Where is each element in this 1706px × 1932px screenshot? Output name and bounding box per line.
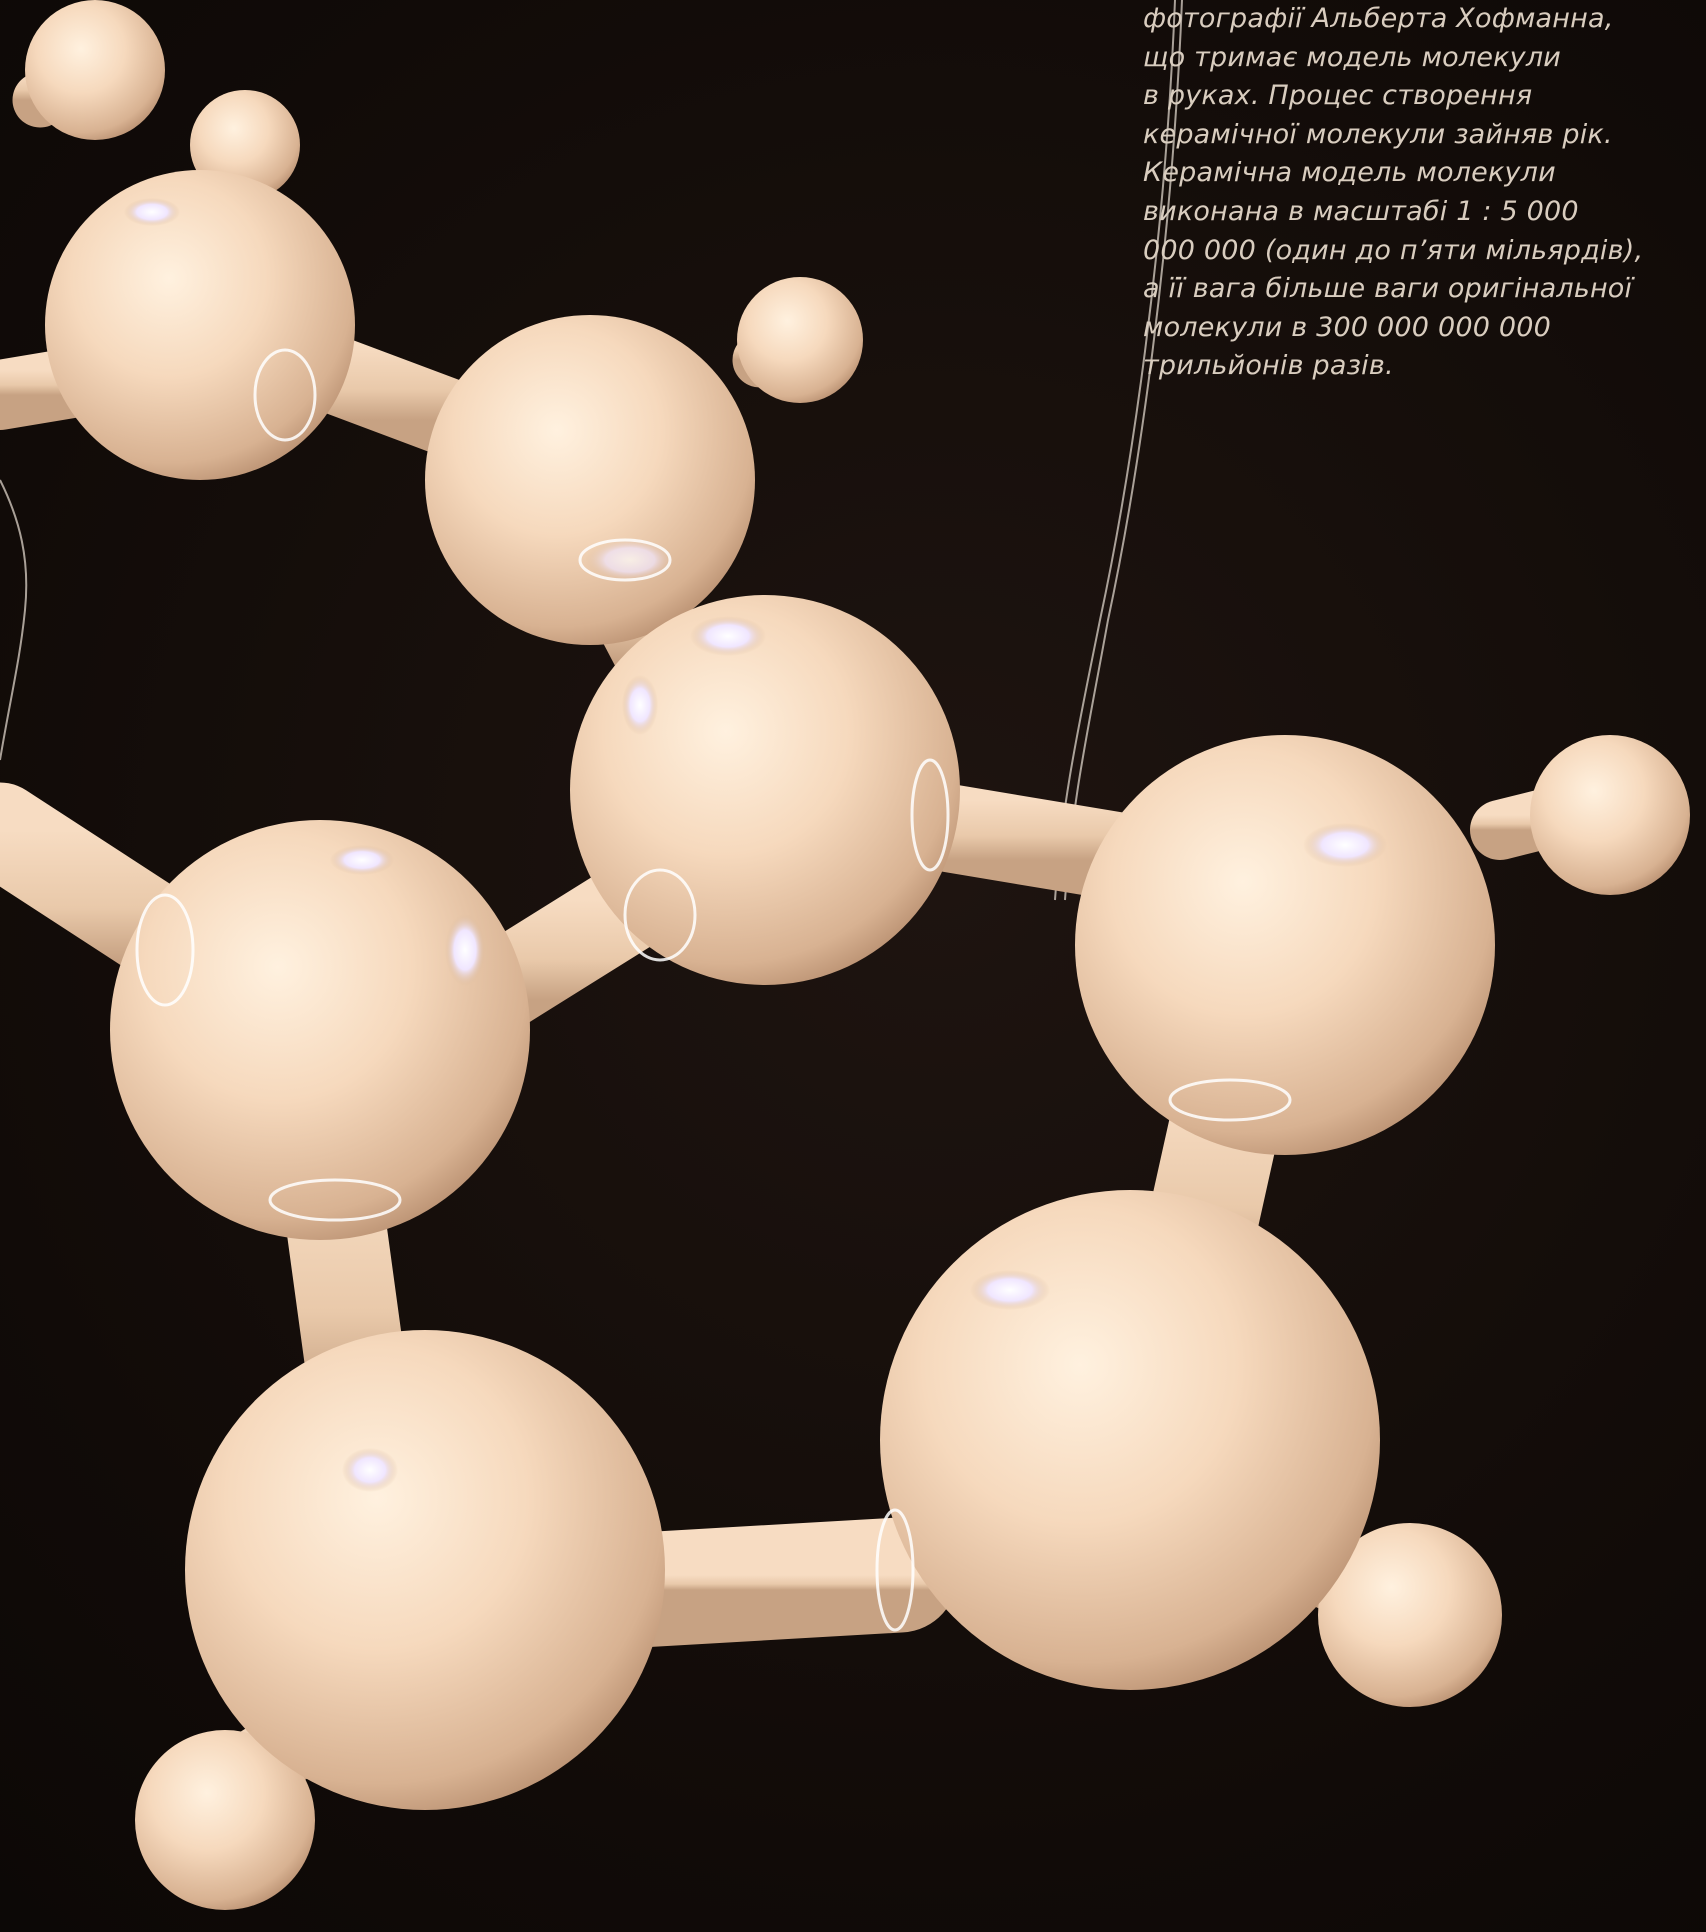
caption-line: 000 000 (один до п’яти мільярдів), bbox=[1143, 234, 1644, 266]
caption-text: фотографії Альберта Хофманна, що тримає … bbox=[1143, 0, 1663, 386]
sphere-dimples bbox=[124, 198, 1387, 1492]
caption-line: що тримає модель молекули bbox=[1143, 41, 1562, 73]
bond-wire-rings bbox=[135, 348, 1292, 1632]
caption-line: а її вага більше ваги оригінальної bbox=[1143, 273, 1633, 305]
caption-line: керамічної молекули зайняв рік. bbox=[1143, 118, 1613, 150]
caption-line: фотографії Альберта Хофманна, bbox=[1143, 3, 1614, 34]
hydrogen-spheres bbox=[25, 0, 1690, 1910]
caption-line: в руках. Процес створення bbox=[1143, 80, 1533, 112]
caption-line: молекули в 300 000 000 000 bbox=[1143, 311, 1552, 343]
caption-line: трильйонів разів. bbox=[1143, 350, 1394, 382]
caption-line: виконана в масштабі 1 : 5 000 bbox=[1143, 195, 1579, 227]
caption-line: Керамічна модель молекули bbox=[1143, 157, 1556, 189]
suspension-strings bbox=[0, 0, 1183, 901]
